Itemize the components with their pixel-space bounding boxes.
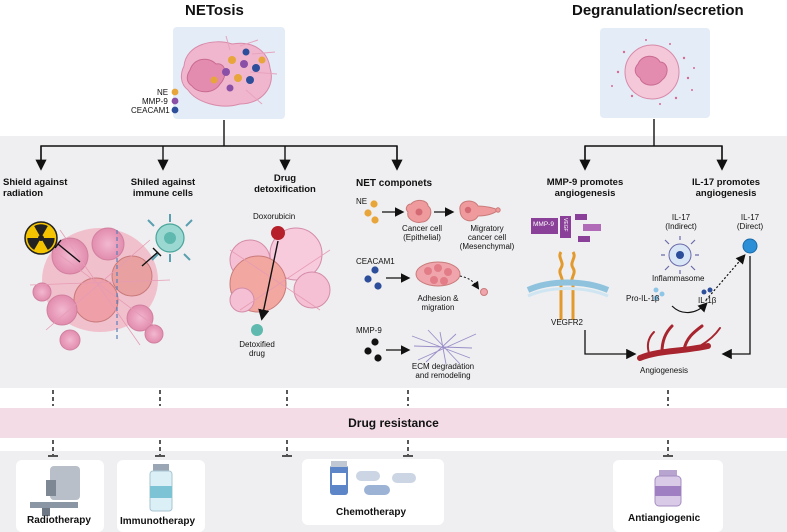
- degranulation-title: Degranulation/secretion: [572, 2, 744, 19]
- drug-detox-cells: [229, 227, 331, 313]
- netosis-title: NETosis: [185, 2, 244, 19]
- shield-radiation-heading: Shield against radiation: [3, 177, 68, 199]
- ne-label: NE: [356, 197, 368, 206]
- radiotherapy-machine-icon: [30, 466, 80, 516]
- doxorubicin-icon: [271, 226, 285, 240]
- legend-mmp9-label: MMP-9: [142, 97, 168, 106]
- migratory-cell-icon: [459, 200, 501, 222]
- net-tumor-mass: [29, 227, 171, 351]
- mmp9-box: [531, 218, 558, 234]
- degranulation-branch-arrows: [579, 119, 728, 171]
- blood-vessel-icon: [637, 324, 721, 361]
- il17-direct-label: IL-17(Direct): [736, 213, 764, 232]
- ecm-fibers-icon: [411, 329, 477, 365]
- inflammasome-icon: [661, 236, 699, 274]
- doxorubicin-label: Doxorubicin: [253, 212, 296, 221]
- chemotherapy-card: [302, 459, 444, 525]
- mmp9-box-label: MMP-9: [533, 221, 554, 228]
- immunotherapy-label: Immunotherapy: [120, 516, 196, 527]
- immune-cell-icon: [147, 214, 193, 262]
- radiotherapy-card: [16, 460, 104, 532]
- detoxified-drug-icon: [251, 324, 263, 336]
- pills-icon: [330, 461, 416, 495]
- vaccine-vial-icon: [149, 464, 173, 512]
- cancer-cell-label: Cancer cell(Epithelial): [401, 224, 442, 243]
- angiogenesis-label: Angiogenesis: [640, 366, 689, 375]
- inflammasome-label: Inflammasome: [652, 274, 705, 283]
- netosis-branch-arrows: [35, 120, 403, 171]
- il17-direct-icon: [742, 238, 758, 254]
- vegf-box-label: VEGF: [561, 218, 568, 232]
- vegfr2-label: VEGFR2: [551, 318, 584, 327]
- radiation-icon: [24, 221, 58, 255]
- vegf-box: [560, 216, 571, 238]
- cancer-cell-icon: [405, 199, 432, 223]
- antiangiogenic-label: Antiangiogenic: [628, 513, 701, 524]
- chemotherapy-label: Chemotherapy: [336, 507, 407, 518]
- legend-ne-dot: [171, 88, 179, 96]
- cell-membrane: [526, 279, 610, 293]
- adhesion-label: Adhesion &migration: [417, 294, 459, 313]
- il1b-label: IL-1β: [698, 296, 717, 305]
- resistance-connectors: [52, 390, 669, 455]
- net-neutrophil-icon: [180, 35, 278, 107]
- il17-indirect-label: IL-17(Indirect): [665, 213, 697, 232]
- radiotherapy-label: Radiotherapy: [27, 515, 91, 526]
- mmp9-label: MMP-9: [356, 326, 382, 335]
- ceacam1-label: CEACAM1: [356, 257, 395, 266]
- pro-il1b-label: Pro-IL-1β: [626, 294, 660, 303]
- immunotherapy-card: [117, 460, 205, 532]
- net-components-heading: NET componets: [356, 178, 433, 189]
- antiangiogenic-card: [613, 460, 723, 532]
- drug-resistance-label: Drug resistance: [348, 416, 439, 430]
- legend-ne-label: NE: [157, 88, 169, 97]
- vegfr2-receptor-icon: [558, 251, 576, 320]
- legend-ceacam1-dot: [171, 106, 179, 114]
- degranulating-neutrophil-icon: [611, 39, 695, 105]
- legend-ceacam1-label: CEACAM1: [131, 106, 170, 115]
- adhesion-cluster-icon: [415, 261, 488, 296]
- legend-mmp9-dot: [171, 97, 179, 105]
- drug-bottle-icon: [654, 470, 682, 507]
- drug-resistance-band: Drug resistance: [0, 408, 787, 438]
